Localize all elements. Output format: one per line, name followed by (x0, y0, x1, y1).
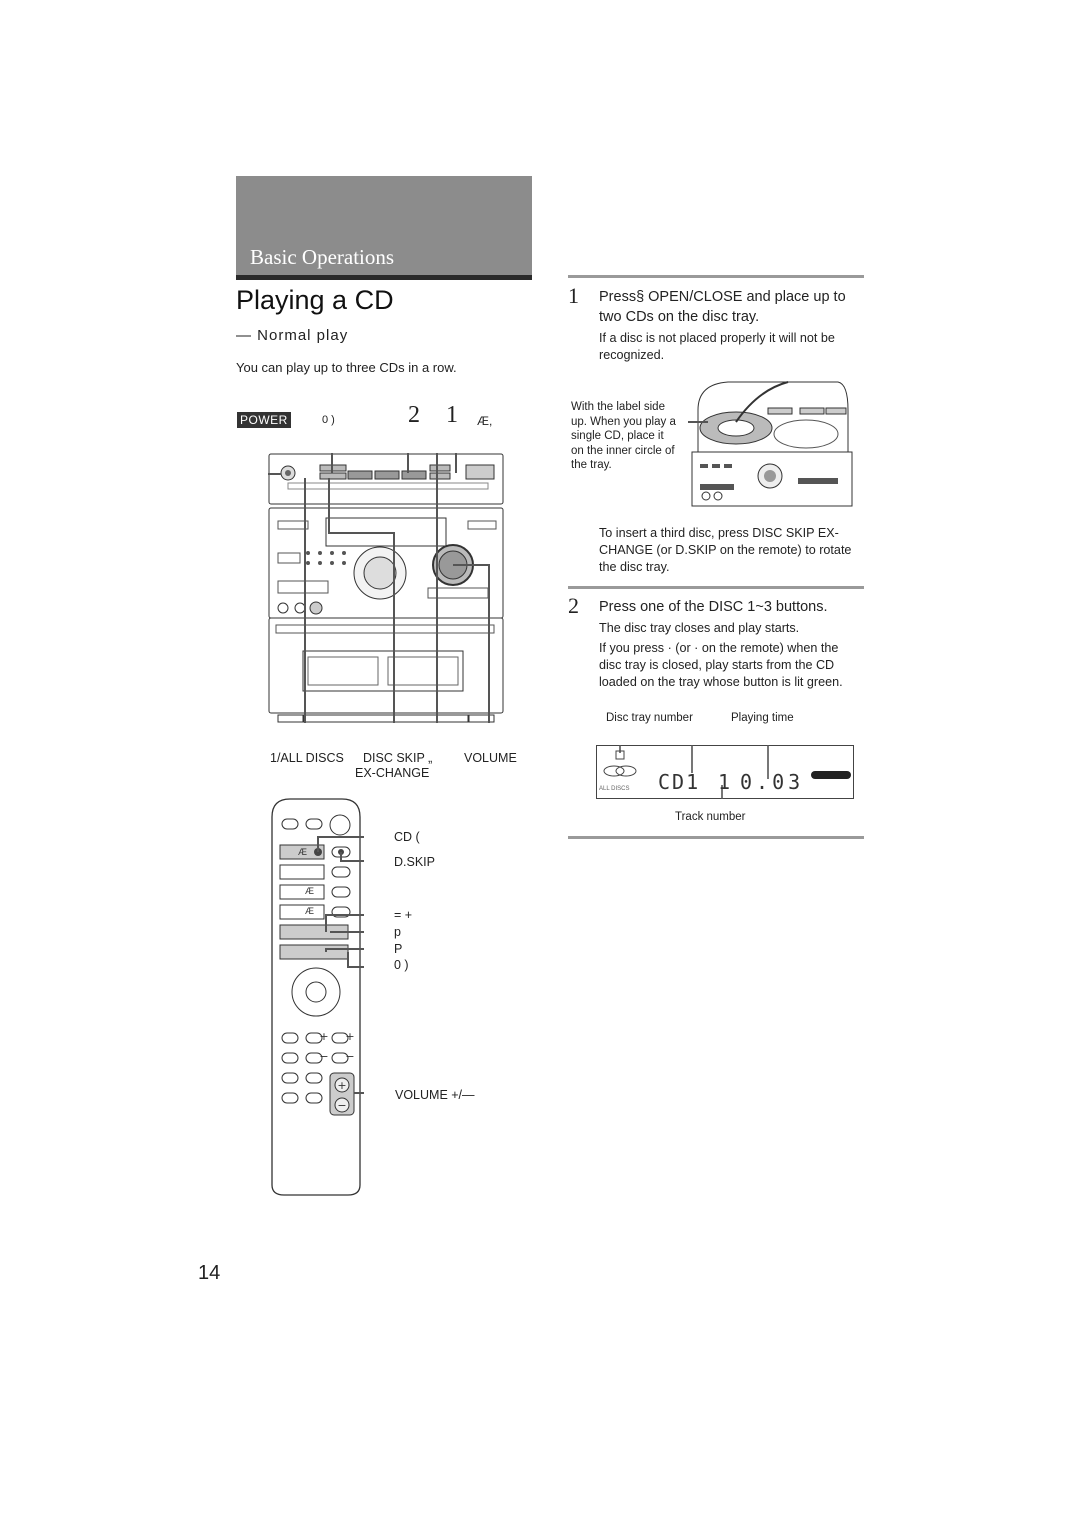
remote-ae2-label: Æ (305, 886, 314, 896)
disc-placement-caption: With the label side up. When you play a … (571, 401, 676, 472)
svg-text:+: + (337, 1079, 346, 1092)
display-disc-readout: CD1 (658, 770, 701, 794)
svg-text:+: + (319, 1030, 328, 1043)
cd-display-illustration (596, 745, 854, 799)
step-1-extra: To insert a third disc, press DISC SKIP … (599, 526, 852, 574)
callout-1: 1 (446, 402, 458, 428)
subheading: — Normal play (236, 327, 349, 344)
step-2-rule (568, 586, 864, 589)
section-title: Basic Operations (250, 245, 395, 269)
step-2-note: The disc tray closes and play starts. (599, 621, 800, 635)
disc-tray-illustration (688, 381, 853, 507)
remote-ae3-label: Æ (305, 906, 314, 916)
remote-dskip-label: D.SKIP (394, 855, 435, 869)
step-1-note: If a disc is not placed properly it will… (599, 331, 835, 362)
section-banner-rule (236, 275, 532, 280)
disc-tray-number-label: Disc tray number (606, 712, 693, 724)
all-discs-indicator: ALL DISCS (599, 786, 630, 792)
remote-volume-label: VOLUME +/— (395, 1088, 475, 1102)
all-discs-label: 1/ALL DISCS (270, 751, 344, 765)
callout-2: 2 (408, 402, 420, 428)
stereo-unit-illustration (268, 453, 504, 723)
remote-control-illustration: + + − − + − (271, 798, 364, 1196)
svg-text:−: − (345, 1050, 354, 1063)
disc-skip-label: DISC SKIP „ (363, 751, 433, 765)
ex-change-label: EX-CHANGE (355, 766, 430, 780)
remote-ae-label: Æ (298, 847, 307, 857)
step-2-heading: Press one of the DISC 1~3 buttons. (599, 599, 828, 615)
step-1-heading: Press§ OPEN/CLOSE and place up to two CD… (599, 289, 846, 325)
intro-text: You can play up to three CDs in a row. (236, 360, 457, 375)
step-2-number: 2 (568, 593, 579, 618)
section-end-rule (568, 836, 864, 839)
power-label: POWER (237, 412, 291, 428)
section-banner (236, 176, 532, 278)
display-track-readout: 1 (718, 770, 731, 794)
remote-cd-label: CD ( (394, 830, 420, 844)
remote-stop-label: 0 ) (394, 958, 409, 972)
remote-p-lower-label: p (394, 925, 401, 939)
step-1-rule (568, 275, 864, 278)
page-title: Playing a CD (236, 285, 394, 315)
svg-text:+: + (345, 1030, 354, 1043)
playing-time-label: Playing time (731, 712, 794, 724)
remote-eq-label: = + (394, 908, 413, 922)
volume-label: VOLUME (464, 751, 517, 765)
step-1-number: 1 (568, 283, 579, 308)
open-close-label: Æ, (477, 414, 493, 428)
page-number: 14 (198, 1262, 221, 1284)
remote-p-upper-label: P (394, 942, 403, 956)
display-time-readout: 0.03 (740, 770, 805, 794)
stop-label: 0 ) (322, 414, 335, 426)
svg-text:−: − (337, 1099, 346, 1112)
svg-text:−: − (319, 1050, 328, 1063)
track-number-label: Track number (675, 811, 746, 823)
step-2-extra: If you press · (or · on the remote) when… (599, 641, 843, 689)
